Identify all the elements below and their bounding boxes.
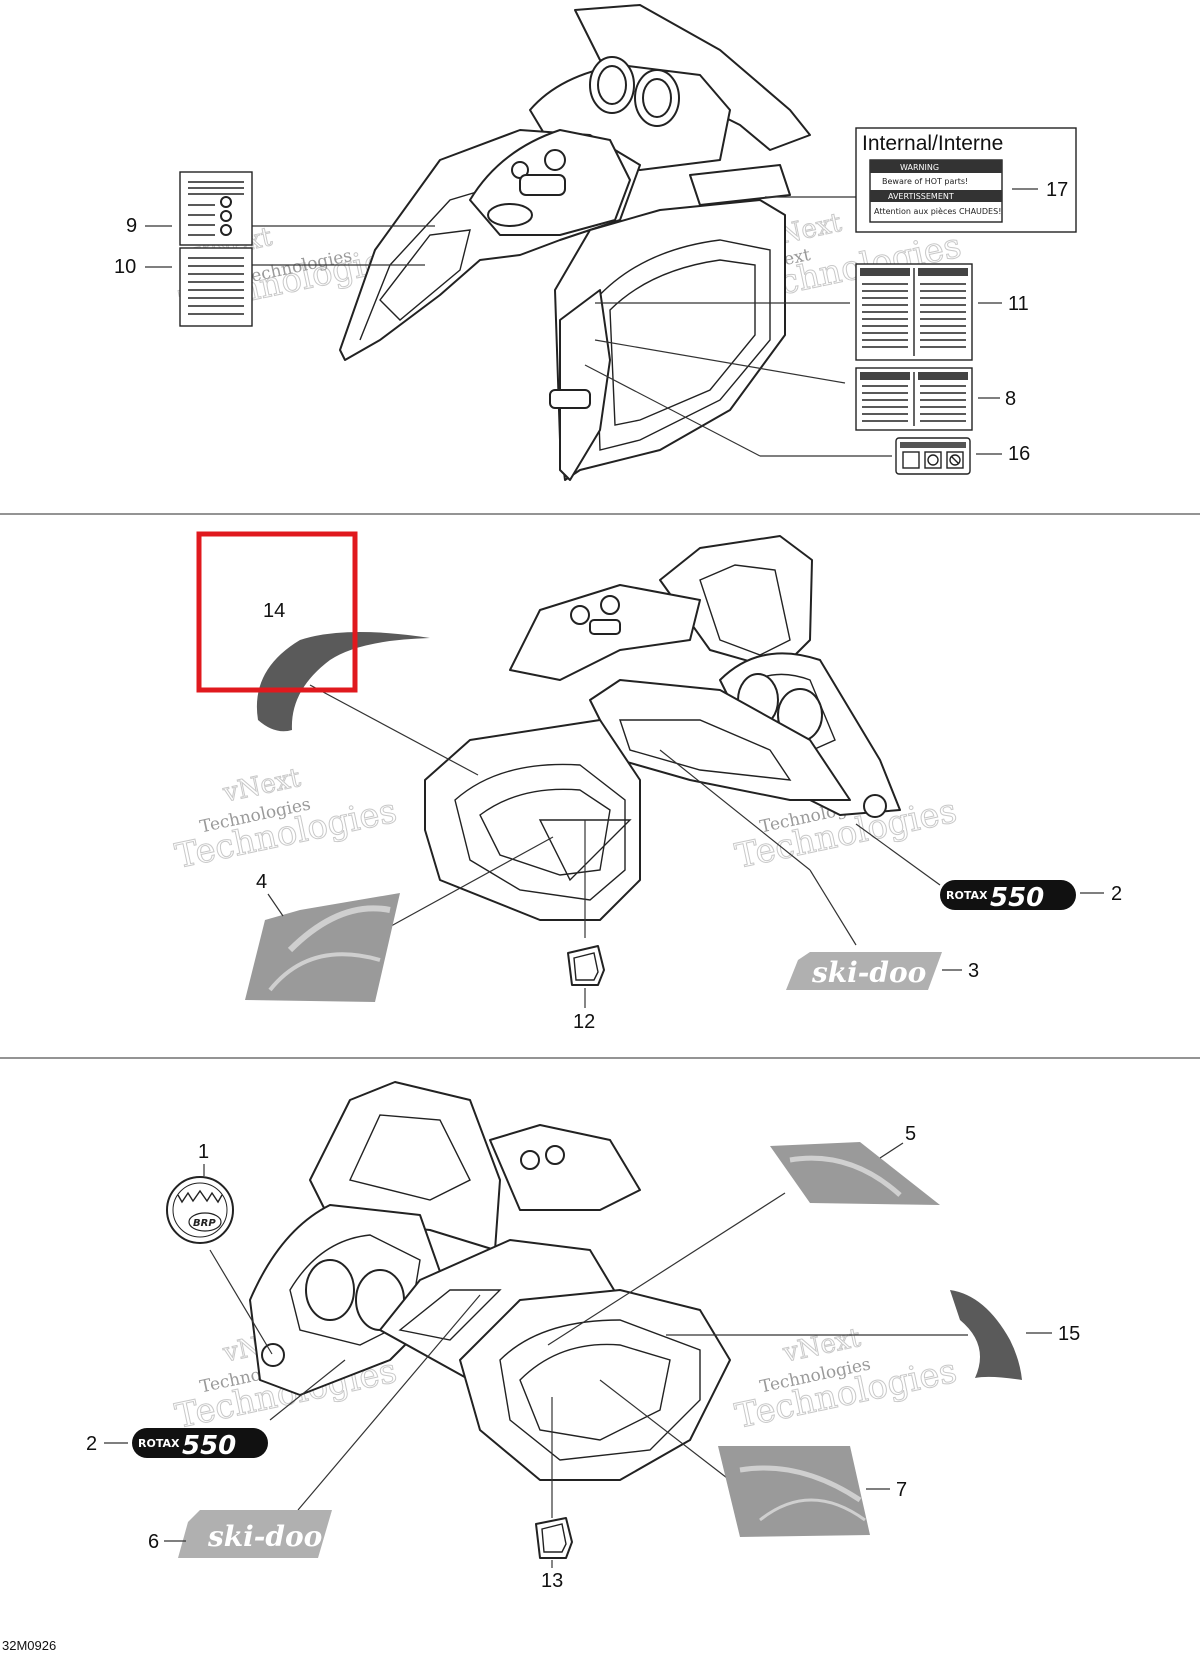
decal-6-ski-doo-logo: ski-doo <box>178 1510 332 1558</box>
callout-10: 10 <box>114 256 172 278</box>
decal-13-trim <box>535 1517 573 1559</box>
svg-text:ski-doo: ski-doo <box>811 956 926 989</box>
decal-14-stripe <box>256 631 430 732</box>
callout-1: 1 <box>198 1141 209 1176</box>
decal-16-pictogram-label <box>895 437 971 475</box>
hood-right-view <box>209 1081 968 1518</box>
highlight-box-callout-14 <box>196 531 358 693</box>
watermark-mid-left: vNext Technologies Technologies <box>171 762 400 877</box>
callout-8: 8 <box>978 388 1016 410</box>
svg-text:11: 11 <box>1008 293 1029 315</box>
decal-11-warning-label <box>855 263 973 361</box>
decal-2-rotax-550-badge: ROTAX 550 <box>940 880 1076 913</box>
decal-12-trim <box>567 945 605 986</box>
decal-4-side-graphic <box>245 893 400 1002</box>
svg-text:4: 4 <box>256 871 267 893</box>
svg-text:2: 2 <box>86 1433 97 1455</box>
svg-text:14: 14 <box>263 600 285 622</box>
callout-5: 5 <box>879 1123 916 1159</box>
callout-13: 13 <box>541 1560 563 1592</box>
svg-text:12: 12 <box>573 1011 595 1033</box>
callout-16: 16 <box>976 443 1030 465</box>
warning-text: Beware of HOT parts! <box>882 177 968 186</box>
callout-11: 11 <box>978 293 1029 315</box>
svg-text:5: 5 <box>905 1123 916 1145</box>
avertissement-heading: AVERTISSEMENT <box>888 192 954 201</box>
decal-1-brp-emblem: BRP <box>166 1176 234 1244</box>
decal-2-rotax-550-badge-bottom: ROTAX 550 <box>132 1428 268 1461</box>
svg-text:BRP: BRP <box>193 1218 216 1229</box>
svg-text:ROTAX: ROTAX <box>946 889 988 902</box>
svg-text:9: 9 <box>126 215 137 237</box>
callout-9: 9 <box>126 215 172 237</box>
callout-2-bottom: 2 <box>86 1433 128 1455</box>
decal-8-warning-label <box>855 367 973 431</box>
callout-14: 14 <box>263 600 285 622</box>
decal-3-ski-doo-logo: ski-doo <box>786 952 942 990</box>
decal-10-safety-label <box>179 247 253 327</box>
internal-label-title: Internal/Interne <box>862 132 1003 155</box>
svg-text:ski-doo: ski-doo <box>207 1520 322 1553</box>
decal-7-side-graphic <box>718 1446 870 1537</box>
svg-text:2: 2 <box>1111 883 1122 905</box>
svg-text:3: 3 <box>968 960 979 982</box>
drawing-code: 32M0926 <box>2 1638 56 1653</box>
svg-text:6: 6 <box>148 1531 159 1553</box>
callout-3: 3 <box>942 960 979 982</box>
svg-text:550: 550 <box>182 1431 236 1461</box>
svg-text:16: 16 <box>1008 443 1030 465</box>
avertissement-text: Attention aux pièces CHAUDES! <box>874 206 1001 216</box>
callout-7: 7 <box>866 1479 907 1501</box>
callout-2-mid: 2 <box>1080 883 1122 905</box>
svg-text:15: 15 <box>1058 1323 1080 1345</box>
callout-15: 15 <box>1026 1323 1080 1345</box>
decal-17-hot-parts-label: Internal/Interne WARNING Beware of HOT p… <box>855 127 1077 233</box>
svg-text:1: 1 <box>198 1141 209 1163</box>
callout-17: 17 <box>1012 179 1068 201</box>
hood-rear-view <box>180 4 892 481</box>
callout-12: 12 <box>573 988 595 1033</box>
svg-text:550: 550 <box>990 883 1044 913</box>
warning-heading: WARNING <box>900 163 939 172</box>
callout-4: 4 <box>256 871 284 917</box>
callout-6: 6 <box>148 1531 186 1553</box>
hood-left-view <box>309 535 941 946</box>
svg-text:13: 13 <box>541 1570 563 1592</box>
svg-text:8: 8 <box>1005 388 1016 410</box>
svg-text:17: 17 <box>1046 179 1068 201</box>
decal-9-safety-label <box>179 171 253 246</box>
decal-15-stripe <box>950 1290 1022 1380</box>
watermark-bottom-right: vNext Technologies Technologies <box>731 1322 960 1437</box>
svg-text:10: 10 <box>114 256 136 278</box>
decal-5-side-graphic <box>770 1142 940 1205</box>
svg-text:7: 7 <box>896 1479 907 1501</box>
svg-text:ROTAX: ROTAX <box>138 1437 180 1450</box>
